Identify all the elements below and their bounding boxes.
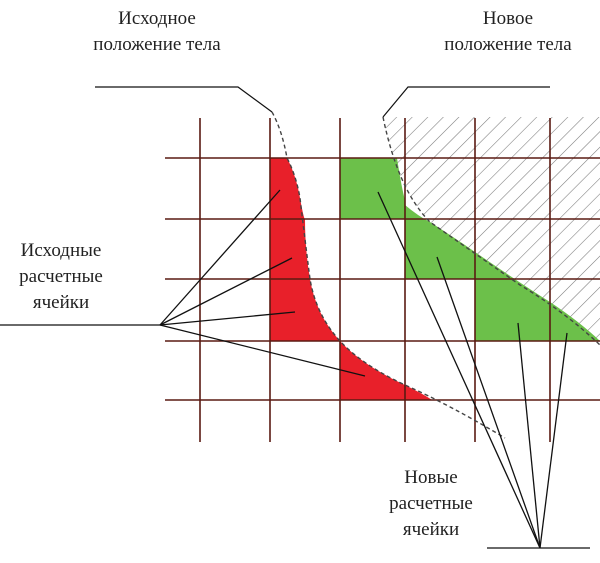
- initial-position-leader: [95, 86, 273, 113]
- new-cell-1: [340, 158, 405, 219]
- new-body-boundary: [382, 116, 600, 346]
- initial-cells-label-line2: расчетные: [19, 266, 103, 287]
- initial-body-boundary: [271, 111, 506, 439]
- new-cells-leaders: [377, 191, 590, 549]
- initial-cell-4: [340, 341, 432, 400]
- initial-cell-1: [270, 158, 305, 220]
- initial-position-label-line2: положение тела: [93, 34, 221, 55]
- new-cells-label: Новые расчетные ячейки: [366, 465, 496, 543]
- new-cell-2: [405, 205, 475, 279]
- new-cells-label-line3: ячейки: [402, 519, 460, 540]
- new-position-label-line1: Новое: [482, 8, 534, 29]
- initial-position-label: Исходное положение тела: [52, 6, 262, 58]
- new-body-region: [383, 117, 600, 345]
- new-cells-label-line2: расчетные: [389, 493, 473, 514]
- computational-grid: [165, 118, 600, 442]
- new-position-leader: [382, 86, 550, 118]
- initial-cell-3: [270, 279, 340, 341]
- initial-cells-label-line3: ячейки: [32, 292, 90, 313]
- new-position-label-line2: положение тела: [444, 34, 572, 55]
- initial-cells-leaders: [0, 189, 366, 377]
- new-position-label: Новое положение тела: [418, 6, 598, 58]
- initial-cells-label: Исходные расчетные ячейки: [0, 238, 122, 316]
- new-cells-label-line1: Новые: [404, 467, 458, 488]
- initial-cells-label-line1: Исходные: [20, 240, 102, 261]
- initial-position-label-line1: Исходное: [118, 8, 196, 29]
- initial-cells: [270, 158, 432, 400]
